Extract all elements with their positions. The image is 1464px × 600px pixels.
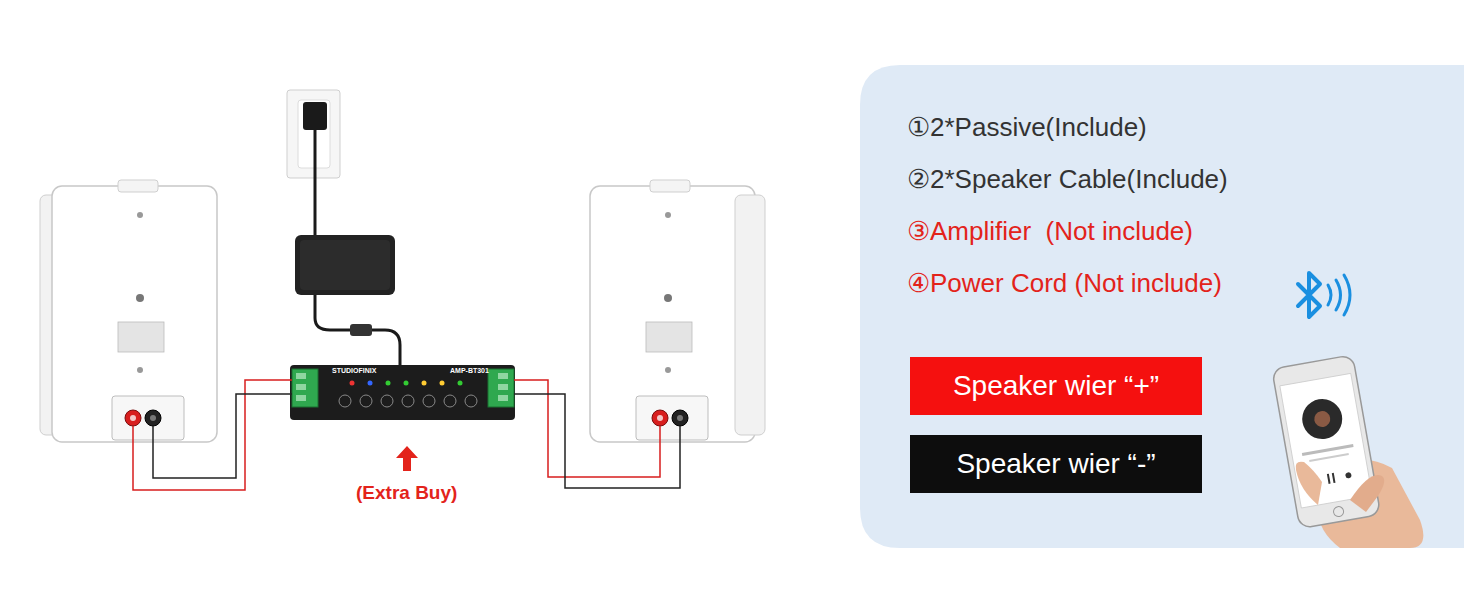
node-text: STUDIOFINIX [332, 367, 376, 375]
negative-wire-badge: Speaker wier “-” [910, 435, 1202, 493]
speaker-wires [133, 380, 680, 490]
node-text: Speaker wier “+” [953, 370, 1159, 402]
phone-in-hand [1272, 355, 1424, 548]
amplifier: STUDIOFINIX AMP-BT301 [290, 365, 515, 420]
node-text: Speaker wier “-” [956, 448, 1155, 480]
right-speaker [590, 180, 765, 442]
left-speaker [40, 180, 217, 442]
bluetooth-icon [1298, 273, 1350, 317]
positive-wire-badge: Speaker wier “+” [910, 357, 1202, 415]
up-arrow [396, 446, 418, 471]
node-text: ③Amplifier (Not include) [907, 217, 1193, 247]
info-panel: ①2*Passive(Include) ②2*Speaker Cable(Incl… [860, 65, 1464, 548]
info-panel [860, 65, 1464, 548]
extra-buy-note: (Extra Buy) [356, 482, 457, 504]
node-text: ②2*Speaker Cable(Include) [907, 165, 1228, 195]
node-text: AMP-BT301 [450, 367, 489, 375]
node-text: ①2*Passive(Include) [907, 113, 1147, 143]
node-text: ④Power Cord (Not include) [907, 269, 1222, 299]
power-adapter [287, 90, 400, 365]
amplifier-body [290, 365, 515, 420]
